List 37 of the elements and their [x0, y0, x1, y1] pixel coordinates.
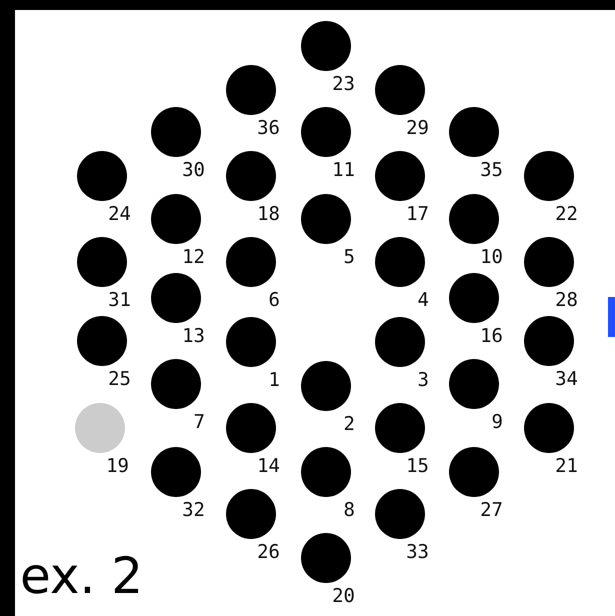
dot-number: 30	[182, 160, 205, 180]
dot-number: 5	[344, 247, 355, 267]
dot-number: 27	[480, 500, 503, 520]
dot-number: 31	[108, 290, 131, 310]
dot-number: 9	[492, 412, 503, 432]
dot-number: 23	[332, 74, 355, 94]
dot-number: 13	[182, 326, 205, 346]
dot-number: 12	[182, 247, 205, 267]
dot-number: 15	[406, 456, 429, 476]
dot-number: 34	[555, 369, 578, 389]
dot-number: 19	[106, 456, 129, 476]
example-label: ex. 2	[20, 548, 144, 604]
dot-number: 32	[182, 500, 205, 520]
dot-number: 29	[406, 118, 429, 138]
dot-number: 21	[555, 456, 578, 476]
dot-number: 6	[268, 290, 280, 310]
dot-number: 24	[108, 204, 131, 224]
dot-number: 17	[406, 204, 429, 224]
dot-number: 18	[257, 204, 280, 224]
dot-number: 8	[344, 500, 355, 520]
dot-number: 20	[332, 586, 355, 606]
dot-number: 14	[257, 456, 280, 476]
dot-number: 1	[268, 370, 280, 390]
dot-number: 4	[418, 290, 429, 310]
dot-number: 10	[480, 247, 503, 267]
dot-number: 2	[344, 414, 355, 434]
dot-number: 7	[194, 412, 205, 432]
dot-number: 22	[555, 204, 578, 224]
dot-number: 11	[332, 160, 355, 180]
dot-number: 26	[257, 542, 280, 562]
dot-number: 33	[406, 542, 429, 562]
dot-number: 28	[555, 290, 578, 310]
dot-number: 36	[257, 118, 280, 138]
dot-number: 3	[418, 370, 429, 390]
dot-number: 16	[480, 326, 503, 346]
dot-number: 25	[108, 369, 131, 389]
dot-number: 35	[480, 160, 503, 180]
